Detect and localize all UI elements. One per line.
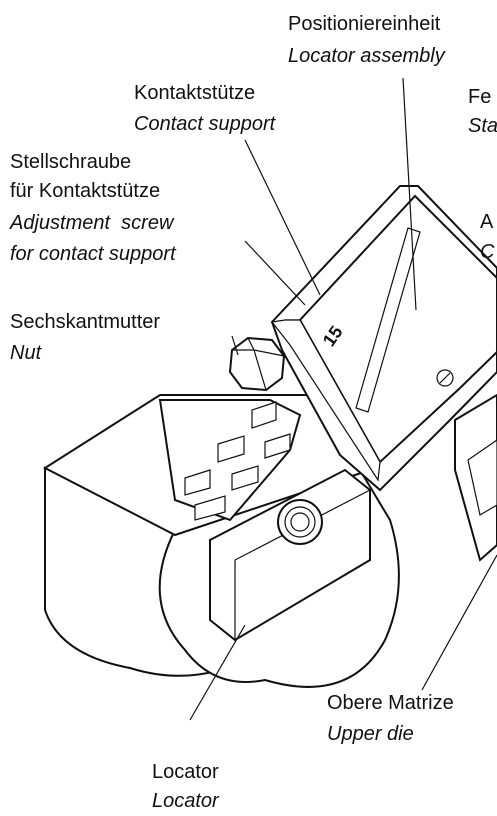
right-label-partial-de: A	[480, 211, 494, 233]
contact-support-label-de: Kontaktstütze	[134, 82, 256, 104]
contact-support-label-en: Contact support	[134, 113, 276, 135]
adjustment-screw-label-de-2: für Kontaktstütze	[10, 180, 161, 202]
locator-teeth	[158, 399, 302, 522]
right-label-partial-en: C	[480, 241, 495, 263]
hex-nut-drawing	[228, 336, 286, 392]
locator-assembly-label-de: Positioniereinheit	[288, 13, 441, 35]
leader-lines	[189, 77, 497, 721]
upper-die-drawing	[454, 393, 497, 562]
adjustment-screw-label-en-1: Adjustment screw	[10, 212, 174, 234]
locator-label-en: Locator	[152, 790, 219, 812]
locator-assembly-label-en: Locator assembly	[288, 45, 445, 67]
locator-plate	[270, 185, 497, 492]
adjustment-screw-label-de-1: Stellschraube	[10, 151, 132, 173]
locator-label-de: Locator	[152, 761, 219, 783]
stationary-label-partial-de: Fe	[468, 86, 492, 108]
upper-die-label-de: Obere Matrize	[327, 692, 454, 714]
locator-front-bar	[209, 468, 371, 642]
stationary-label-partial-en: Sta	[468, 115, 497, 137]
nut-label-en: Nut	[10, 342, 42, 364]
nut-label-de: Sechskantmutter	[10, 311, 161, 333]
upper-die-label-en: Upper die	[327, 723, 414, 745]
adjustment-screw-label-en-2: for contact support	[10, 243, 176, 265]
